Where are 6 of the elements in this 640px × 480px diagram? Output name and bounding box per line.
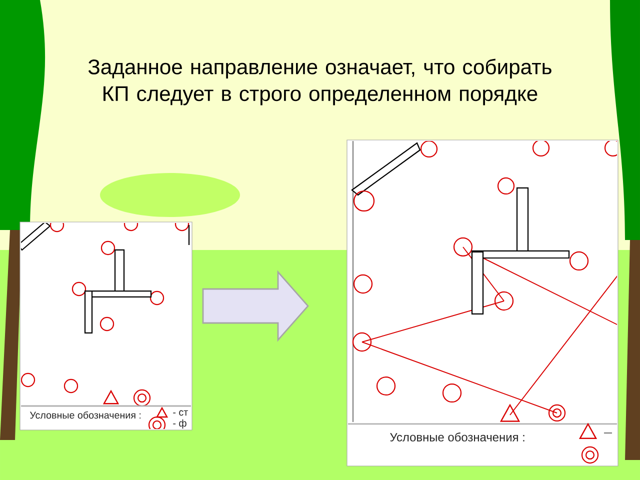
legend-text: Условные обозначения :	[30, 411, 141, 419]
block-arrow	[202, 270, 309, 342]
legend-text: - ф	[173, 419, 186, 429]
legend-text: Условные обозначения :	[390, 432, 524, 442]
title: Заданное направление означает, что собирать КП следует в строго определенном порядке	[88, 58, 552, 106]
legend-text: - ст	[173, 410, 188, 416]
